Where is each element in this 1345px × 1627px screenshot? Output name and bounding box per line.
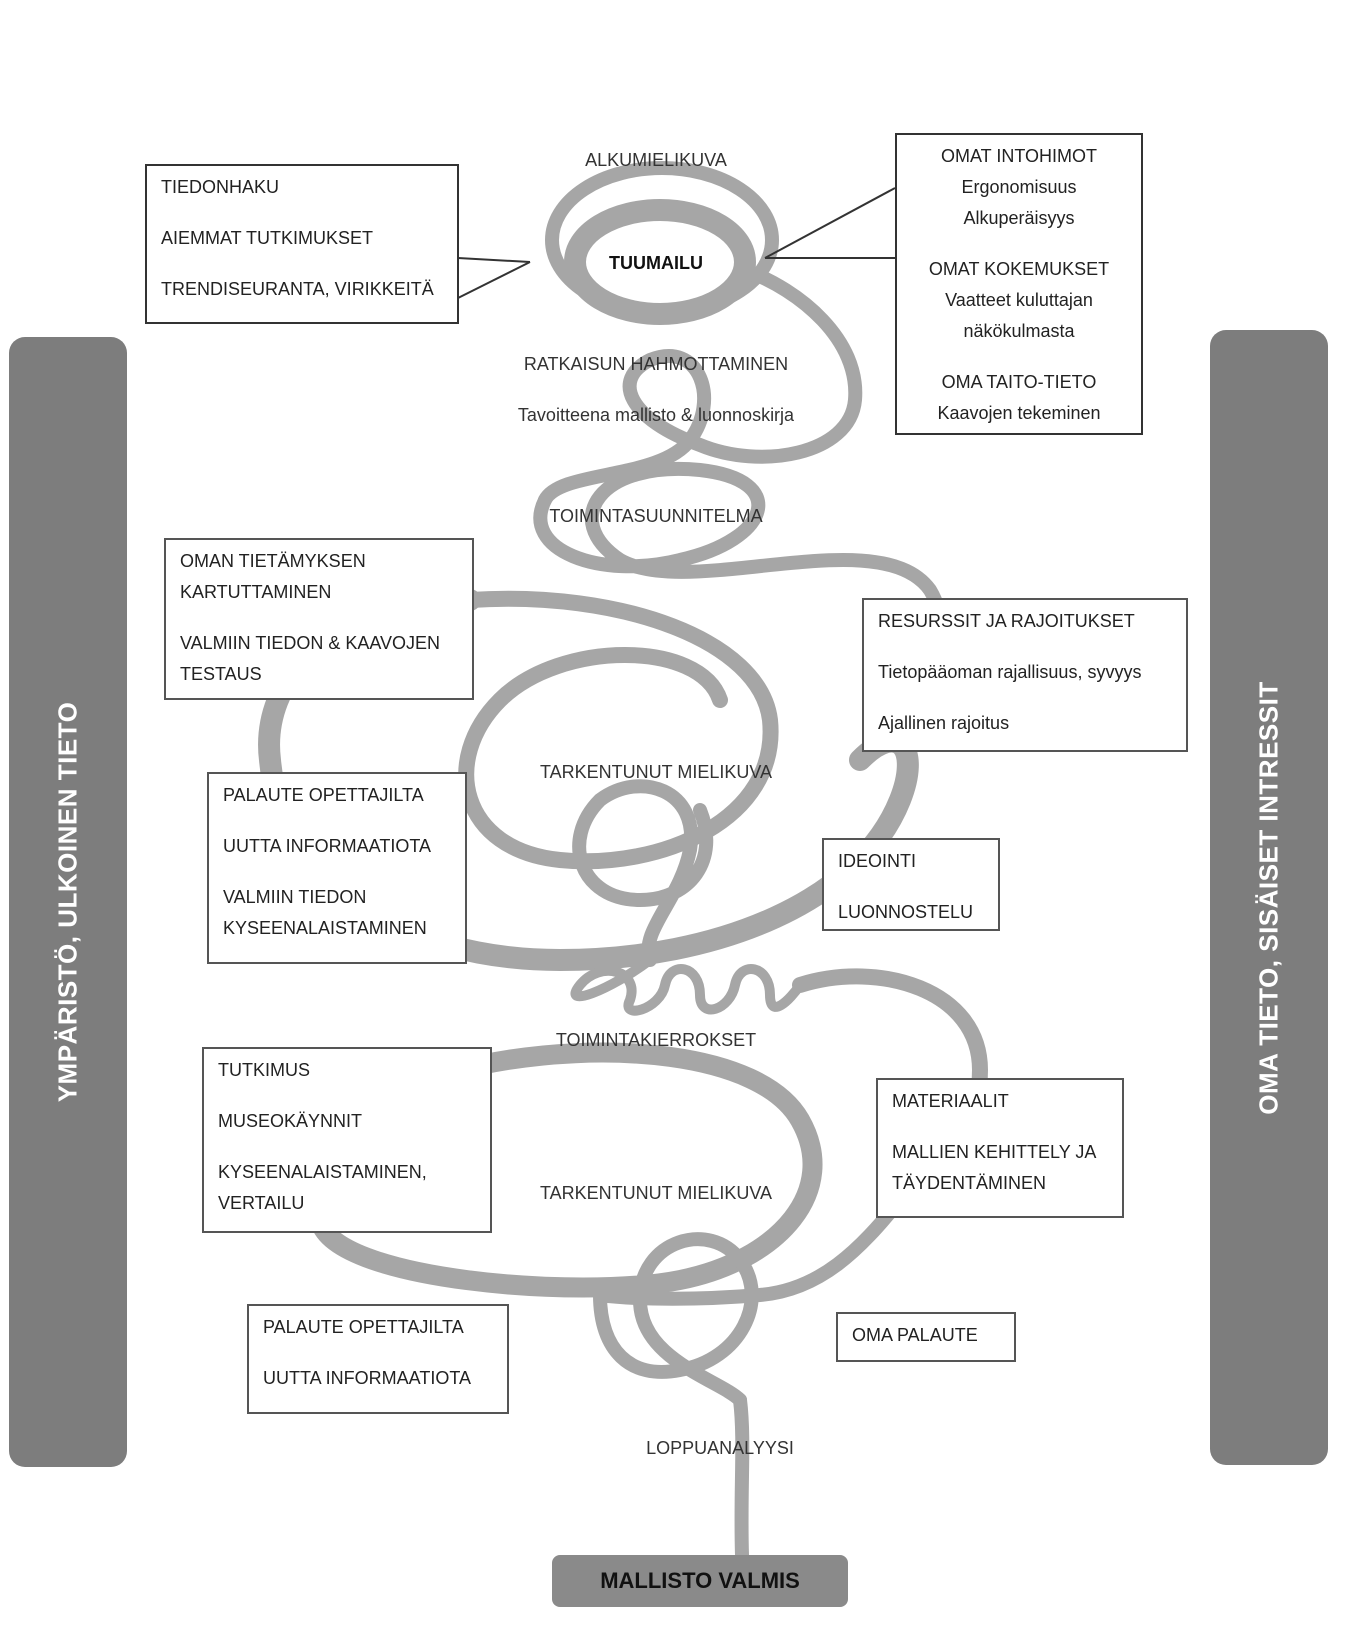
spiral-loop-plan <box>533 461 949 767</box>
box-gap <box>161 203 443 223</box>
box-line: KYSEENALAISTAMINEN, <box>218 1162 427 1182</box>
stage-tuumailu: TUUMAILU <box>609 253 703 273</box>
stage-ratkaisun-hahmottaminen: RATKAISUN HAHMOTTAMINEN <box>523 354 789 374</box>
box-gap <box>892 1117 1108 1137</box>
stage-alkumielikuva: ALKUMIELIKUVA <box>585 150 727 170</box>
box-gap <box>218 1086 476 1106</box>
box-gap <box>180 608 458 628</box>
box-line: MALLIEN KEHITTELY JA <box>892 1142 1097 1162</box>
box-gap <box>878 637 1172 657</box>
box-gap <box>223 862 451 882</box>
box-line: MUSEOKÄYNNIT <box>218 1111 363 1131</box>
box-line: VERTAILU <box>218 1193 305 1213</box>
box-gap <box>911 347 1127 367</box>
box-oma-palaute: OMA PALAUTE <box>836 1312 1016 1362</box>
box-tiedonhaku: TIEDONHAKU AIEMMAT TUTKIMUKSET TRENDISEU… <box>145 164 459 324</box>
box-line: TUTKIMUS <box>218 1060 310 1080</box>
box-line: AIEMMAT TUTKIMUKSET <box>161 228 374 248</box>
box-materiaalit: MATERIAALIT MALLIEN KEHITTELY JA TÄYDENT… <box>876 1078 1124 1218</box>
spiral-tail <box>733 1393 750 1562</box>
stage-tarkentunut-mielikuva-1: TARKENTUNUT MIELIKUVA <box>539 762 773 782</box>
box-palaute-opettajilta-2: PALAUTE OPETTAJILTA UUTTA INFORMAATIOTA <box>247 1304 509 1414</box>
box-line: UUTTA INFORMAATIOTA <box>263 1368 471 1388</box>
box-resurssit: RESURSSIT JA RAJOITUKSET Tietopääoman ra… <box>862 598 1188 752</box>
spiral-loop-bottom <box>593 1232 759 1407</box>
box-line: KARTUTTAMINEN <box>180 582 332 602</box>
connector-omat-top <box>764 187 896 259</box>
box-line: KYSEENALAISTAMINEN <box>223 918 427 938</box>
box-line: Ergonomisuus <box>961 177 1077 197</box>
mallisto-valmis-badge: MALLISTO VALMIS <box>552 1555 848 1607</box>
box-gap <box>161 254 443 274</box>
box-line: OMAN TIETÄMYKSEN <box>180 551 366 571</box>
stage-loppuanalyysi: LOPPUANALYYSI <box>646 1438 794 1458</box>
stage-tarkentunut-mielikuva-2: TARKENTUNUT MIELIKUVA <box>539 1183 773 1203</box>
connector-tiedonhaku-top <box>457 257 531 263</box>
connector-tiedonhaku-bottom <box>457 261 531 299</box>
box-ideointi: IDEOINTI LUONNOSTELU <box>822 838 1000 931</box>
sidebar-right-own-knowledge: OMA TIETO, SISÄISET INTRESSIT <box>1210 330 1328 1465</box>
box-line: OMA PALAUTE <box>852 1325 978 1345</box>
box-gap <box>878 688 1172 708</box>
box-line: PALAUTE OPETTAJILTA <box>263 1317 464 1337</box>
box-line: TRENDISEURANTA, VIRIKKEITÄ <box>161 279 434 299</box>
box-line: VALMIIN TIEDON & KAAVOJEN <box>180 633 441 653</box>
box-oman-tietamyksen: OMAN TIETÄMYKSEN KARTUTTAMINEN VALMIIN T… <box>164 538 474 700</box>
box-gap <box>218 1137 476 1157</box>
box-line: Kaavojen tekeminen <box>937 403 1101 423</box>
box-gap <box>911 234 1127 254</box>
box-line: RESURSSIT JA RAJOITUKSET <box>878 611 1135 631</box>
box-line: näkökulmasta <box>963 321 1075 341</box>
box-line: Alkuperäisyys <box>963 208 1075 228</box>
box-line: OMAT INTOHIMOT <box>941 146 1097 166</box>
box-palaute-opettajilta-1: PALAUTE OPETTAJILTA UUTTA INFORMAATIOTA … <box>207 772 467 964</box>
box-line: Ajallinen rajoitus <box>878 713 1010 733</box>
box-line: UUTTA INFORMAATIOTA <box>223 836 431 856</box>
box-line: TIEDONHAKU <box>161 177 280 197</box>
box-tutkimus: TUTKIMUS MUSEOKÄYNNIT KYSEENALAISTAMINEN… <box>202 1047 492 1233</box>
stage-toimintasuunnitelma: TOIMINTASUUNNITELMA <box>549 506 763 526</box>
box-gap <box>263 1343 493 1363</box>
stage-tavoitteena: Tavoitteena mallisto & luonnoskirja <box>517 405 795 425</box>
box-gap <box>223 811 451 831</box>
box-line: MATERIAALIT <box>892 1091 1009 1111</box>
sidebar-left-external-knowledge: YMPÄRISTÖ, ULKOINEN TIETO <box>9 337 127 1467</box>
box-line: IDEOINTI <box>838 851 917 871</box>
stage-toimintakierrokset: TOIMINTAKIERROKSET <box>555 1030 757 1050</box>
spiral-loop-top-tail <box>538 263 863 507</box>
box-line: VALMIIN TIEDON <box>223 887 367 907</box>
box-gap <box>838 877 984 897</box>
box-line: PALAUTE OPETTAJILTA <box>223 785 424 805</box>
box-line: TESTAUS <box>180 664 262 684</box>
box-line: LUONNOSTELU <box>838 902 974 922</box>
box-line: OMA TAITO-TIETO <box>941 372 1097 392</box>
box-line: Vaatteet kuluttajan <box>945 290 1093 310</box>
box-line: OMAT KOKEMUKSET <box>928 259 1110 279</box>
box-omat: OMAT INTOHIMOT Ergonomisuus Alkuperäisyy… <box>895 133 1143 435</box>
box-line: Tietopääoman rajallisuus, syvyys <box>878 662 1142 682</box>
spiral-coil <box>570 955 805 1016</box>
spiral-loop-top-inner <box>564 199 756 325</box>
box-line: TÄYDENTÄMINEN <box>892 1173 1047 1193</box>
spiral-loop-middle-inner <box>572 779 714 967</box>
